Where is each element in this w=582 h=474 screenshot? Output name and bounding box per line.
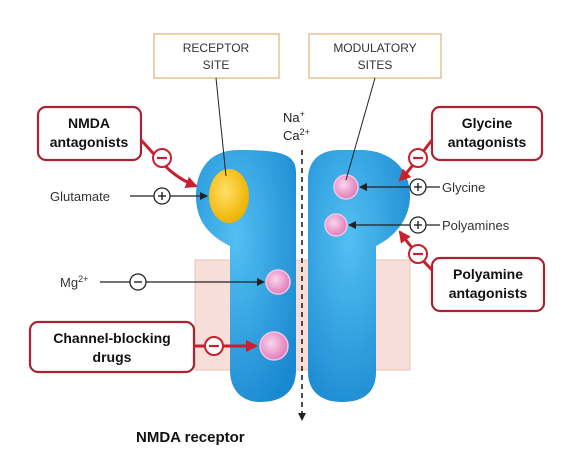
glycine-binding-site bbox=[333, 174, 359, 200]
channel-blocking-label-line1: Channel-blocking bbox=[53, 330, 170, 346]
magnesium-label: Mg2+ bbox=[60, 274, 88, 290]
glutamate-binding-site bbox=[209, 169, 249, 223]
receptor-site-pointer bbox=[215, 77, 227, 177]
receptor-site-label-line2: SITE bbox=[203, 58, 230, 72]
mg-binding-site bbox=[265, 269, 291, 295]
glycine-antagonists-box bbox=[430, 105, 544, 162]
nmda-receptor-title: NMDA receptor bbox=[136, 429, 245, 446]
polyamine-binding-site bbox=[324, 213, 348, 237]
nmda-antagonists-label-line1: NMDA bbox=[68, 115, 110, 131]
receptor-site-label-line1: RECEPTOR bbox=[183, 41, 250, 55]
modulatory-sites-label-line1: MODULATORY bbox=[333, 41, 416, 55]
polyamine-antagonists-box bbox=[430, 256, 546, 313]
nmda-antagonists-box bbox=[36, 105, 143, 162]
glycine-label: Glycine bbox=[442, 180, 485, 195]
polyamine-antagonists-label-line2: antagonists bbox=[449, 285, 528, 301]
glutamate-label: Glutamate bbox=[50, 189, 110, 204]
calcium-ion-label: Ca2+ bbox=[283, 127, 310, 143]
sodium-ion-label: Na+ bbox=[283, 109, 305, 125]
modulatory-sites-box bbox=[308, 33, 442, 79]
receptor-subunit-right bbox=[308, 150, 410, 402]
nmda-antagonists-label-line2: antagonists bbox=[50, 134, 129, 150]
polyamines-label: Polyamines bbox=[442, 218, 510, 233]
modulatory-sites-pointer bbox=[345, 77, 376, 181]
glycine-antagonists-label-line2: antagonists bbox=[448, 134, 527, 150]
modulatory-sites-label-line2: SITES bbox=[358, 58, 393, 72]
receptor-site-box bbox=[153, 33, 280, 79]
channel-blocking-label-line2: drugs bbox=[93, 349, 132, 365]
channel-blocker-site bbox=[259, 331, 289, 361]
glycine-antagonists-label-line1: Glycine bbox=[462, 115, 513, 131]
polyamine-antagonists-label-line1: Polyamine bbox=[453, 266, 523, 282]
